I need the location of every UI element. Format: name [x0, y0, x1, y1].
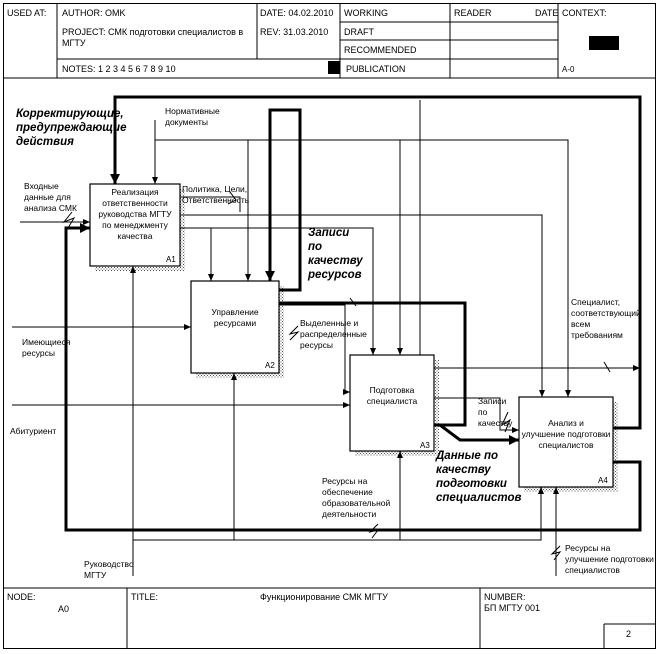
- node-value: A0: [58, 604, 70, 614]
- reader-date-label: DATE: [535, 8, 559, 18]
- context-node: A-0: [562, 65, 575, 74]
- notes-text: NOTES: 1 2 3 4 5 6 7 8 9 10: [62, 64, 176, 74]
- box-a4-id: A4: [598, 476, 608, 485]
- context-thumbnail: [589, 36, 619, 50]
- project-line1: PROJECT: СМК подготовки специалистов в: [62, 27, 244, 37]
- policy-label: Политика, Цели,Ответственность: [182, 184, 250, 205]
- status-working: WORKING: [344, 8, 388, 18]
- box-a3: [349, 354, 435, 452]
- activity-boxes: [89, 183, 614, 488]
- footer-grid: [3, 587, 656, 649]
- node-label: NODE:: [7, 592, 36, 602]
- status-draft: DRAFT: [344, 27, 374, 37]
- reader-label: READER: [454, 8, 492, 18]
- status-recommended: RECOMMENDED: [344, 45, 417, 55]
- date-text: DATE: 04.02.2010: [260, 8, 334, 18]
- page-number: 2: [626, 629, 632, 639]
- box-a2: [190, 280, 280, 374]
- project-line2: МГТУ: [62, 38, 86, 48]
- title-label: TITLE:: [131, 592, 159, 602]
- box-a1: [89, 183, 181, 267]
- status-publication: PUBLICATION: [346, 64, 406, 74]
- box-a3-id: A3: [420, 441, 430, 450]
- number-label: NUMBER:: [484, 592, 526, 602]
- box-a2-id: A2: [265, 361, 275, 370]
- used-at-label: USED AT:: [7, 8, 47, 18]
- publication-marker: [328, 61, 340, 74]
- squiggles: [62, 191, 611, 561]
- number-value: БП МГТУ 001: [484, 603, 540, 613]
- title-value: Функционирование СМК МГТУ: [260, 592, 388, 602]
- thick-arrows: [64, 95, 642, 532]
- thin-arrows: [12, 100, 640, 576]
- box-a4: [518, 396, 614, 488]
- rev-text: REV: 31.03.2010: [260, 27, 329, 37]
- header-grid: [3, 3, 656, 79]
- context-label: CONTEXT:: [562, 8, 607, 18]
- applicant-label: Абитуриент: [10, 426, 57, 436]
- author-text: AUTHOR: OMK: [62, 8, 126, 18]
- box-a1-id: A1: [166, 255, 176, 264]
- diagram-frame: [3, 3, 656, 649]
